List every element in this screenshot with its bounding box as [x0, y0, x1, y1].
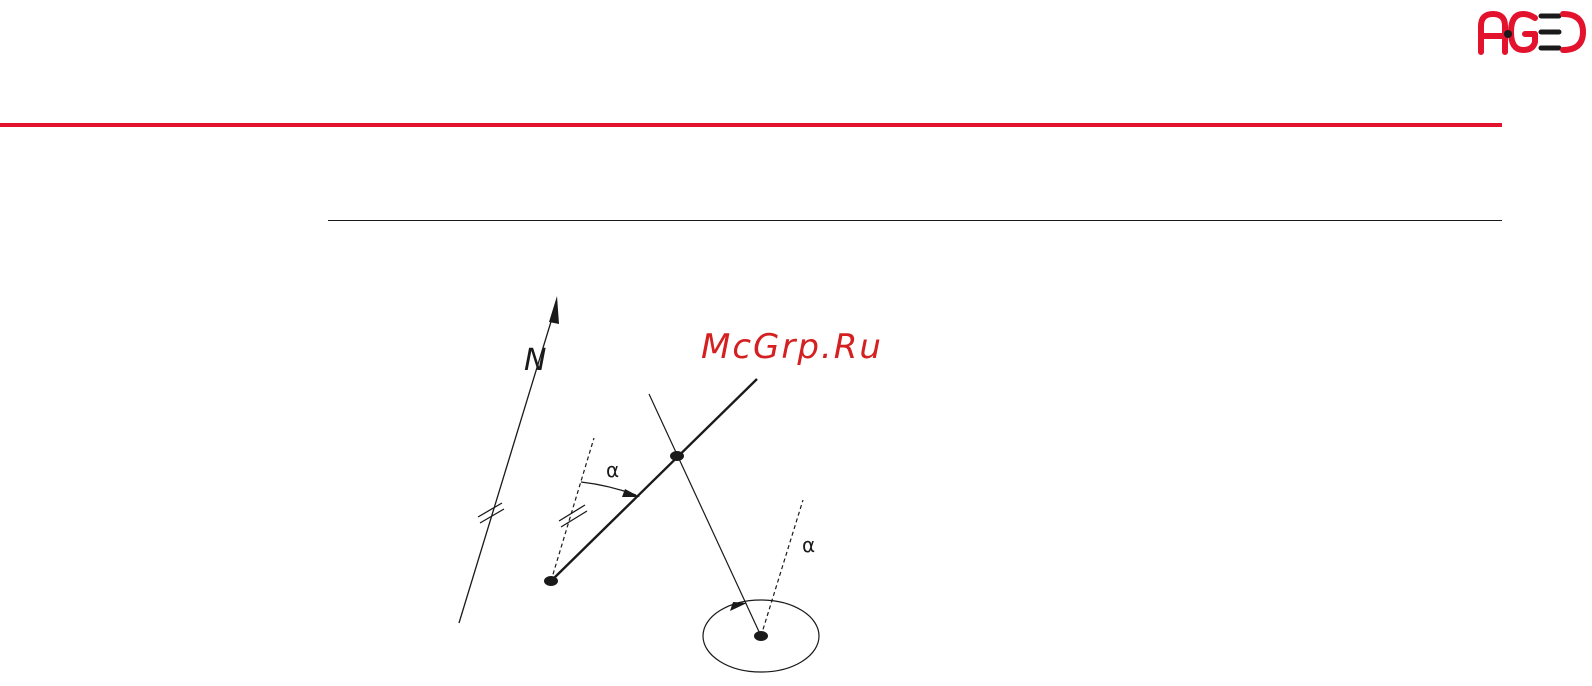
watermark-text: McGrp.Ru	[701, 327, 883, 367]
circle-rotation-arrow	[730, 602, 747, 611]
azimuth-arc-arrow	[622, 489, 640, 497]
circle-center-point	[754, 631, 768, 641]
north-arrow-head	[549, 296, 559, 324]
north-label: N	[524, 343, 546, 378]
target-point	[670, 451, 684, 461]
station-point	[544, 576, 558, 586]
north-break-mark-2	[480, 509, 504, 523]
dashed-break-mark-2	[561, 511, 587, 527]
circle-zero-dashed-line	[761, 500, 803, 636]
north-break-mark-1	[478, 503, 502, 517]
angle-label-1: α	[606, 458, 619, 482]
dashed-break-mark-1	[559, 505, 585, 521]
angle-label-2: α	[802, 533, 815, 557]
